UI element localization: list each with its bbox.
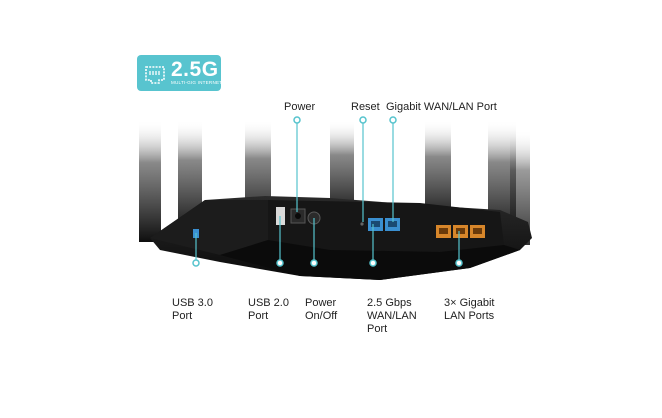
- label-wan25-line3: Port: [367, 323, 388, 335]
- callout-markers: [192, 116, 463, 267]
- label-lan-line1: 3× Gigabit: [444, 297, 495, 309]
- label-reset: Reset: [351, 101, 380, 113]
- label-wan25: 2.5 Gbps WAN/LAN Port: [367, 297, 417, 336]
- label-wan25-line1: 2.5 Gbps: [367, 297, 412, 309]
- label-power-onoff-line2: On/Off: [305, 310, 338, 322]
- reset-hole: [360, 222, 364, 226]
- multi-gig-badge: 2.5G MULTI-GIG INTERNET: [137, 55, 223, 91]
- label-wan25-line2: WAN/LAN: [367, 310, 417, 322]
- label-power-onoff: Power On/Off: [305, 297, 337, 323]
- ethernet-port-icon: [145, 66, 165, 84]
- label-usb30-line1: USB 3.0: [172, 297, 213, 309]
- label-usb20: USB 2.0 Port: [248, 297, 289, 323]
- badge-speed: 2.5G: [171, 58, 219, 81]
- label-gigabit-wan-lan: Gigabit WAN/LAN Port: [386, 101, 497, 113]
- label-lan-line2: LAN Ports: [444, 310, 495, 322]
- callout-lines: [195, 122, 460, 263]
- label-power: Power: [284, 101, 316, 113]
- label-power-onoff-line1: Power: [305, 297, 337, 309]
- label-usb20-line1: USB 2.0: [248, 297, 289, 309]
- label-usb20-line2: Port: [248, 310, 269, 322]
- label-usb30-line2: Port: [172, 310, 193, 322]
- badge-subtitle: MULTI-GIG INTERNET: [171, 80, 223, 85]
- label-lan: 3× Gigabit LAN Ports: [444, 297, 494, 323]
- label-usb30: USB 3.0 Port: [172, 297, 213, 323]
